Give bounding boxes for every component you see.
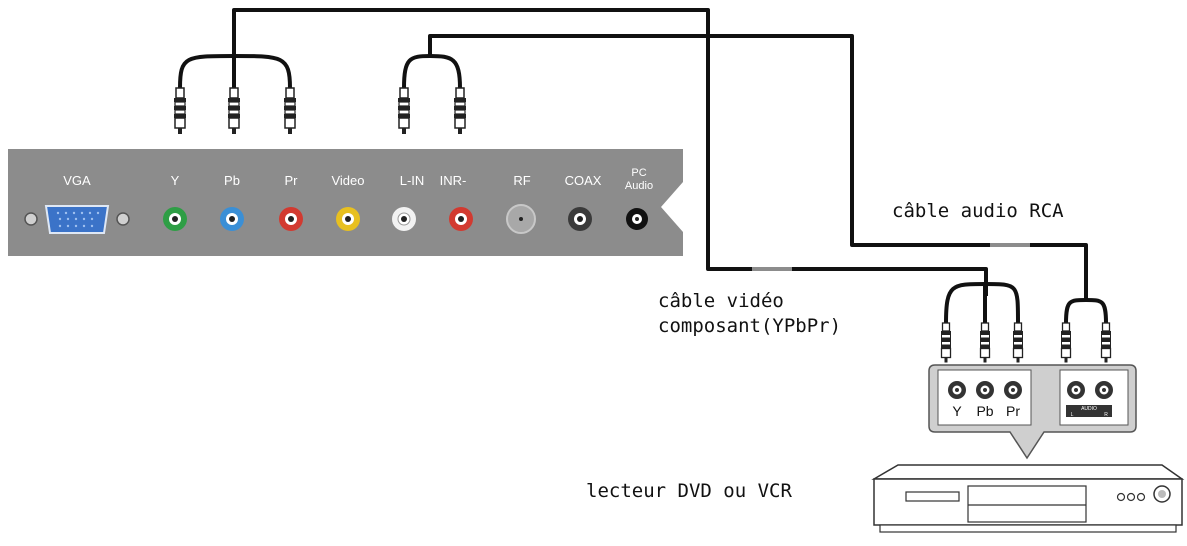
dvd-audio-l-plug	[1060, 322, 1072, 364]
pr-label: Pr	[285, 173, 299, 188]
dvd-pr-jack	[1004, 381, 1022, 399]
y-jack	[163, 207, 187, 231]
coax-jack	[568, 207, 592, 231]
video-cable-caption-line1: câble vidéo	[658, 290, 784, 312]
pb-plug	[227, 87, 241, 135]
tv-back-panel	[8, 149, 683, 256]
dvd-buttons	[1116, 492, 1146, 502]
dvd-audio-l-jack	[1067, 381, 1085, 399]
vga-label: VGA	[63, 173, 91, 188]
dvd-player	[871, 464, 1185, 533]
player-caption: lecteur DVD ou VCR	[586, 480, 792, 502]
dvd-rear-panel: Y Pb Pr AUDIO L R	[928, 364, 1137, 460]
pr-jack	[279, 207, 303, 231]
cable-marker	[990, 243, 1030, 247]
dvd-audio-l-label: L	[1071, 412, 1074, 418]
pc-audio-label-line2: Audio	[625, 180, 653, 192]
dvd-y-label: Y	[952, 403, 962, 419]
dvd-audio-label: AUDIO	[1081, 406, 1097, 412]
dvd-audio-r-jack	[1095, 381, 1113, 399]
pb-jack	[220, 207, 244, 231]
vga-port	[24, 205, 130, 234]
rf-label: RF	[513, 173, 530, 188]
dvd-y-plug	[940, 322, 952, 364]
dvd-pb-label: Pb	[976, 403, 993, 419]
audio-l-jack	[392, 207, 416, 231]
audio-r-plug	[453, 87, 467, 135]
y-plug	[173, 87, 187, 135]
cable-marker	[752, 267, 792, 271]
dvd-pr-label: Pr	[1006, 403, 1020, 419]
in-r-label: INR-	[440, 173, 467, 188]
pc-audio-jack	[626, 208, 648, 230]
dvd-pr-plug	[1012, 322, 1024, 364]
video-label: Video	[331, 173, 364, 188]
coax-label: COAX	[565, 173, 602, 188]
dvd-y-jack	[948, 381, 966, 399]
y-label: Y	[171, 173, 180, 188]
audio-l-plug	[397, 87, 411, 135]
dvd-pb-plug	[979, 322, 991, 364]
audio-cable-caption: câble audio RCA	[892, 200, 1064, 222]
dvd-pb-jack	[976, 381, 994, 399]
audio-r-jack	[449, 207, 473, 231]
pr-plug	[283, 87, 297, 135]
dvd-audio-r-plug	[1100, 322, 1112, 364]
l-in-label: L-IN	[400, 173, 425, 188]
audio-rca-cable	[402, 34, 1108, 324]
pc-audio-label-line1: PC	[631, 167, 646, 179]
component-video-cable	[178, 8, 1020, 324]
video-cable-caption-line2: composant(YPbPr)	[658, 315, 841, 337]
dvd-audio-r-label: R	[1104, 412, 1108, 418]
video-jack	[336, 207, 360, 231]
rf-jack	[506, 204, 536, 234]
pb-label: Pb	[224, 173, 240, 188]
